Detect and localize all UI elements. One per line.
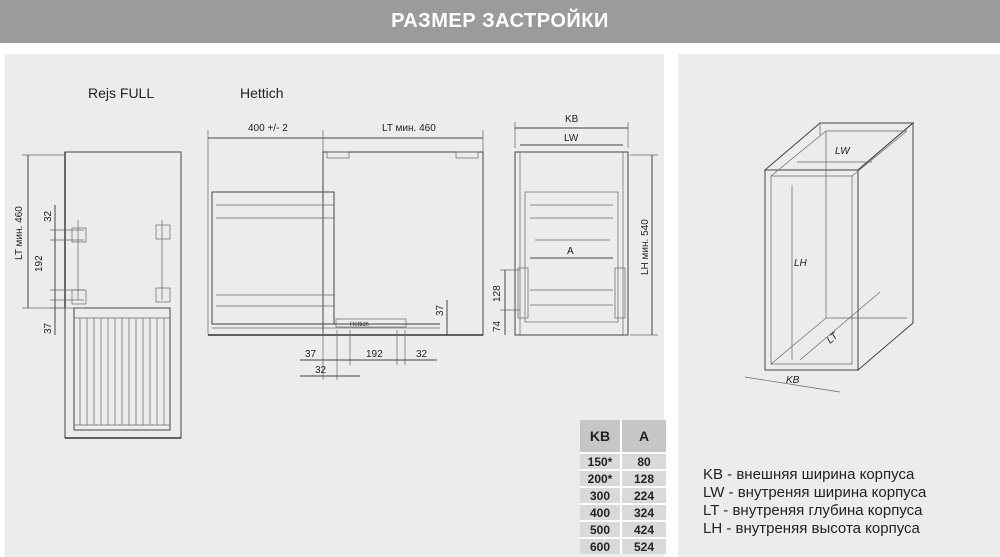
rejs-full-label: Rejs FULL — [88, 85, 155, 101]
hettich-32b-dim: 32 — [315, 365, 327, 376]
legend-lt: LT - внутреняя глубина корпуса — [703, 502, 923, 519]
table-cell-a: 324 — [620, 503, 666, 521]
table-cell-kb: 150* — [580, 452, 621, 470]
hettich-400-dim: 400 +/- 2 — [248, 123, 288, 134]
table-row: 150*80 — [580, 452, 666, 470]
front-128-dim: 128 — [492, 285, 503, 302]
front-lh-dim: LH мин. 540 — [640, 219, 651, 275]
front-a-dim: A — [567, 246, 574, 257]
table-cell-kb: 200* — [580, 469, 621, 487]
table-cell-kb: 500 — [580, 520, 621, 538]
iso-lt-dim: LT — [825, 330, 841, 346]
table-cell-a: 224 — [620, 486, 666, 504]
table-header-kb: KB — [580, 420, 621, 453]
legend-lw: LW - внутреняя ширина корпуса — [703, 484, 927, 501]
front-lw-dim: LW — [564, 133, 579, 144]
table-cell-kb: 300 — [580, 486, 621, 504]
table-row: 200*128 — [580, 469, 666, 487]
iso-kb-dim: KB — [786, 375, 800, 386]
hettich-37-bottom-dim: 37 — [305, 349, 317, 360]
rejs-192-dim: 192 — [34, 255, 45, 272]
table-cell-a: 128 — [620, 469, 666, 487]
front-kb-dim: KB — [565, 114, 579, 125]
page-title: РАЗМЕР ЗАСТРОЙКИ — [0, 0, 1000, 43]
legend-lh: LH - внутреняя высота корпуса — [703, 520, 920, 537]
rejs-32-dim: 32 — [43, 210, 54, 222]
table-cell-a: 80 — [620, 452, 666, 470]
hettich-192-dim: 192 — [366, 349, 383, 360]
hettich-37-right-dim: 37 — [435, 304, 446, 316]
table-cell-a: 424 — [620, 520, 666, 538]
hettich-label: Hettich — [240, 85, 284, 101]
isometric-cabinet: LW LH LT KB — [744, 121, 915, 393]
table-cell-a: 524 — [620, 537, 666, 554]
hettich-brand-mark: Hettich — [350, 322, 369, 328]
table-cell-kb: 400 — [580, 503, 621, 521]
table-header-a: A — [620, 420, 666, 453]
iso-lw-dim: LW — [835, 146, 851, 157]
hettich-drawing: 400 +/- 2 LT мин. 460 Hettich 37 37 192 … — [207, 123, 484, 380]
legend-kb: KB - внешняя ширина корпуса — [703, 466, 915, 483]
rejs-37-dim: 37 — [43, 322, 54, 334]
hettich-lt-dim: LT мин. 460 — [382, 123, 436, 134]
front-view-drawing: KB LW A LH мин. 540 128 74 — [492, 114, 658, 336]
isometric-panel — [678, 54, 1000, 557]
legend: KB - внешняя ширина корпуса LW - внутрен… — [703, 466, 926, 538]
hettich-32-dim: 32 — [416, 349, 428, 360]
rejs-lt-dim: LT мин. 460 — [14, 206, 25, 260]
iso-lh-dim: LH — [794, 258, 808, 269]
rejs-full-drawing: LT мин. 460 32 192 37 — [14, 151, 182, 439]
front-74-dim: 74 — [492, 320, 503, 332]
table-cell-kb: 600 — [580, 537, 621, 554]
